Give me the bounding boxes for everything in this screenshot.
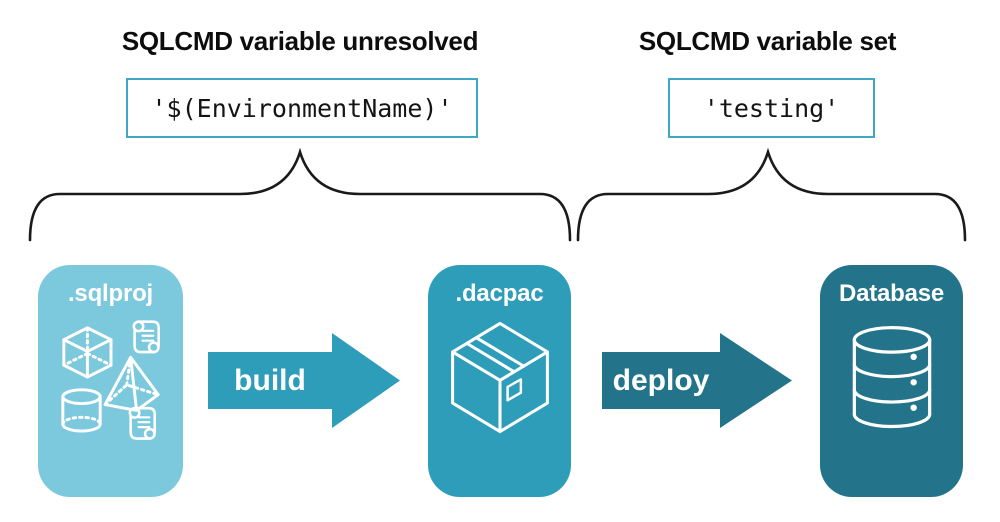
- curly-brace-right: [576, 148, 967, 242]
- deploy-arrow-label: deploy: [612, 363, 710, 397]
- database-cylinder-icon: [852, 326, 931, 429]
- deploy-arrow: deploy: [602, 333, 792, 428]
- code-box-unresolved: '$(EnvironmentName)': [126, 78, 478, 138]
- curly-brace-left-path: [28, 148, 572, 242]
- stage-sqlproj: .sqlproj: [38, 265, 183, 497]
- build-arrow-label: build: [234, 363, 306, 397]
- package-box-icon: [450, 321, 549, 434]
- stage-sqlproj-label: .sqlproj: [67, 280, 154, 307]
- stage-database: Database: [820, 265, 963, 497]
- stage-database-label: Database: [838, 280, 945, 307]
- database-indicator-dots: [909, 353, 917, 411]
- deploy-arrow-polygon: [602, 333, 792, 428]
- build-arrow-polygon: [208, 333, 400, 428]
- heading-set: SQLCMD variable set: [638, 26, 897, 56]
- curly-brace-right-path: [576, 148, 967, 242]
- code-box-set: 'testing': [668, 78, 875, 138]
- deploy-arrow-shape: [602, 333, 792, 428]
- stage-dacpac: .dacpac: [428, 265, 571, 497]
- code-value-unresolved: '$(EnvironmentName)': [151, 93, 453, 123]
- heading-unresolved: SQLCMD variable unresolved: [121, 26, 479, 56]
- code-value-set: 'testing': [703, 93, 840, 123]
- curly-brace-left: [28, 148, 572, 242]
- build-arrow: build: [208, 333, 400, 428]
- build-arrow-shape: [208, 333, 400, 428]
- sql-project-objects-icon: [60, 320, 160, 440]
- stage-dacpac-label: .dacpac: [455, 280, 544, 307]
